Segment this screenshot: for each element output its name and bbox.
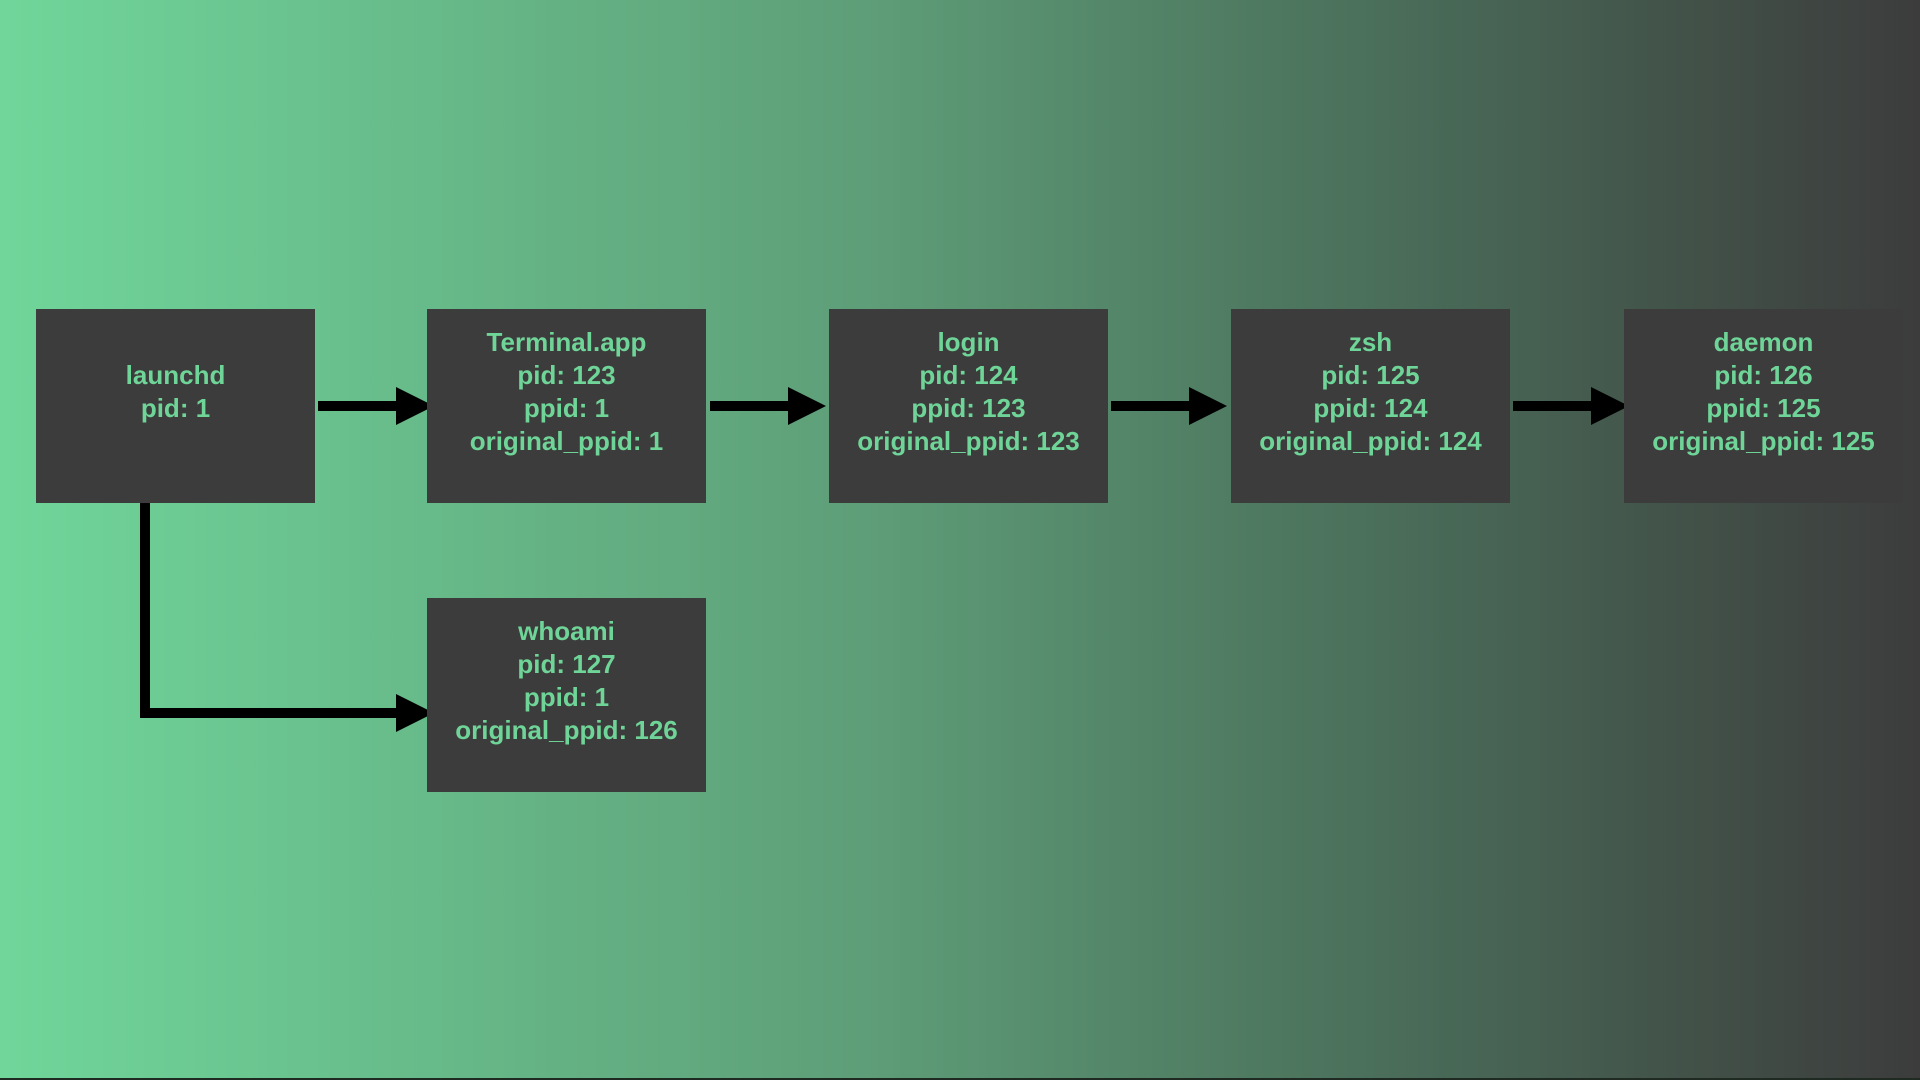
node-whoami: whoami pid: 127 ppid: 1 original_ppid: 1… [427, 598, 706, 792]
bottom-border [0, 1078, 1920, 1080]
node-ppid: ppid: 123 [911, 393, 1026, 423]
node-title: whoami [518, 616, 615, 646]
node-original-ppid: original_ppid: 126 [455, 715, 678, 745]
node-terminal: Terminal.app pid: 123 ppid: 1 original_p… [427, 309, 706, 503]
node-pid: pid: 126 [1714, 360, 1813, 390]
node-title: launchd [125, 360, 226, 390]
node-original-ppid: original_ppid: 125 [1652, 426, 1875, 456]
node-login: login pid: 124 ppid: 123 original_ppid: … [829, 309, 1108, 503]
node-pid: pid: 124 [919, 360, 1018, 390]
node-ppid: ppid: 1 [523, 393, 610, 423]
arrow-zsh-daemon [1513, 387, 1629, 425]
node-ppid: ppid: 124 [1313, 393, 1428, 423]
arrow-login-zsh [1111, 387, 1227, 425]
node-pid: pid: 127 [517, 649, 616, 679]
node-original-ppid: original_ppid: 1 [469, 426, 664, 456]
node-launchd: launchd pid: 1 [36, 309, 315, 503]
node-title: login [937, 327, 1000, 357]
node-original-ppid: original_ppid: 123 [857, 426, 1080, 456]
node-ppid: ppid: 1 [523, 682, 610, 712]
node-title: Terminal.app [486, 327, 647, 357]
arrow-launchd-whoami [140, 500, 434, 732]
node-daemon: daemon pid: 126 ppid: 125 original_ppid:… [1624, 309, 1903, 503]
node-ppid: ppid: 125 [1706, 393, 1821, 423]
node-pid: pid: 123 [517, 360, 616, 390]
node-title: zsh [1348, 327, 1393, 357]
node-title: daemon [1713, 327, 1814, 357]
arrow-launchd-terminal [318, 387, 434, 425]
node-pid: pid: 1 [140, 393, 211, 423]
node-pid: pid: 125 [1321, 360, 1420, 390]
arrow-terminal-login [710, 387, 826, 425]
node-original-ppid: original_ppid: 124 [1259, 426, 1482, 456]
node-zsh: zsh pid: 125 ppid: 124 original_ppid: 12… [1231, 309, 1510, 503]
